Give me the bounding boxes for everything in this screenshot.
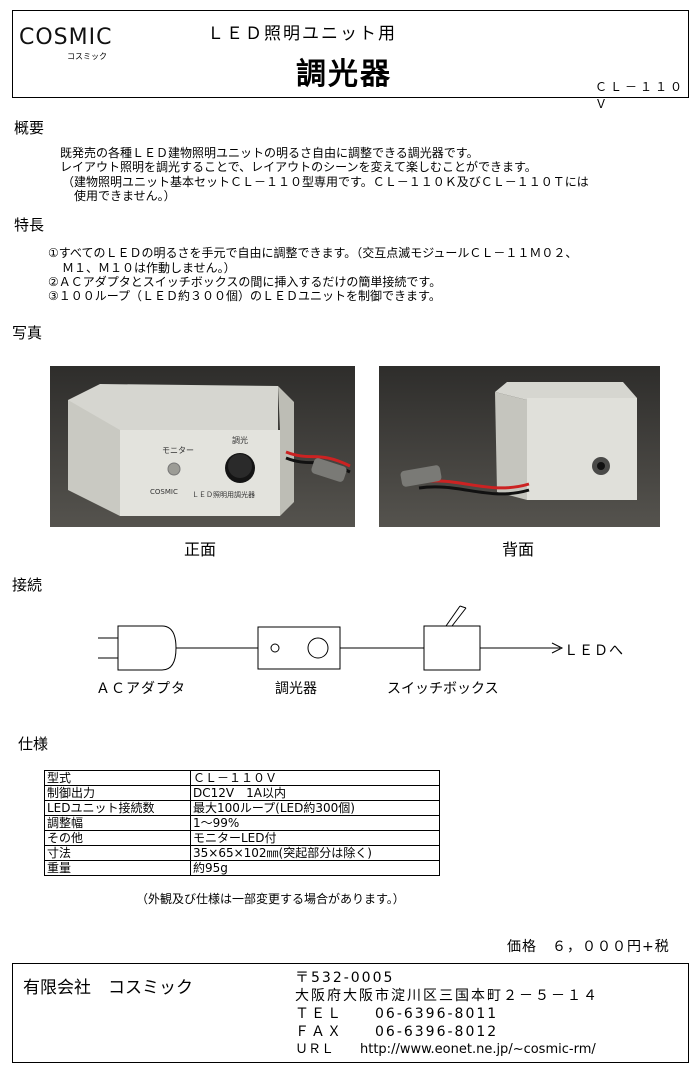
back-photo-drawing (379, 366, 660, 527)
front-logo-label: COSMIC (150, 488, 178, 496)
front-caption: 正面 (184, 540, 217, 559)
company-tel: ＴＥＬ 06-6396-8011 (295, 1006, 499, 1022)
company-name: 有限会社 コスミック (23, 978, 193, 998)
connection-diagram (98, 605, 564, 671)
overview-heading: 概要 (14, 119, 45, 137)
overview-line-4: 使用できません。） (74, 189, 176, 203)
feature-line-1: ①すべてのＬＥＤの明るさを手元で自由に調整できます。（交互点滅モジュールＣＬ－１… (48, 246, 578, 260)
switch-box-label: スイッチボックス (387, 681, 499, 697)
spec-key: 型式 (44, 770, 191, 786)
table-row: 重量約95g (44, 860, 440, 876)
feature-line-2: Ｍ１、Ｍ１０は作動しません。） (62, 261, 236, 275)
front-dimmer-label: 調光 (232, 436, 248, 445)
connection-heading: 接続 (12, 576, 43, 594)
table-row: LEDユニット接続数最大100ループ(LED約300個) (44, 800, 440, 816)
spec-key: 寸法 (44, 845, 191, 861)
photos-heading: 写真 (12, 324, 43, 342)
spec-value: 最大100ループ(LED約300個) (190, 800, 440, 816)
ac-adapter-label: ＡＣアダプタ (96, 681, 186, 697)
spec-value: 約95g (190, 860, 440, 876)
spec-value: ＣＬ－１１０Ｖ (190, 770, 440, 786)
overview-line-3: （建物照明ユニット基本セットＣＬ－１１０型専用です。ＣＬ－１１０Ｋ及びＣＬ－１１… (62, 175, 589, 189)
front-photo-drawing (50, 366, 355, 527)
page-subtitle: ＬＥＤ照明ユニット用 (207, 24, 397, 44)
price: 価格 ６，０００円+税 (507, 939, 670, 955)
led-label: ＬＥＤへ (564, 643, 624, 659)
spec-key: 調整幅 (44, 815, 191, 831)
logo: COSMIC コスミック (19, 25, 119, 65)
back-photo (379, 366, 660, 527)
spec-key: 制御出力 (44, 785, 191, 801)
company-box: 有限会社 コスミック 〒532-0005 大阪府大阪市淀川区三国本町２－５－１４… (12, 963, 689, 1063)
spec-note: （外観及び仕様は一部変更する場合があります。） (136, 892, 405, 906)
front-photo: モニター 調光 COSMIC ＬＥＤ照明用調光器 (50, 366, 355, 527)
front-product-label: ＬＥＤ照明用調光器 (192, 491, 255, 499)
feature-line-4: ③１００ループ（ＬＥＤ約３００個）のＬＥＤユニットを制御できます。 (48, 289, 441, 303)
feature-line-3: ②ＡＣアダプタとスイッチボックスの間に挿入するだけの簡単接続です。 (48, 275, 442, 289)
company-fax: ＦＡＸ 06-6396-8012 (295, 1024, 499, 1040)
spec-value: モニターLED付 (190, 830, 440, 846)
table-row: その他モニターLED付 (44, 830, 440, 846)
spec-value: 1～99% (190, 815, 440, 831)
spec-key: 重量 (44, 860, 191, 876)
front-monitor-label: モニター (162, 446, 194, 455)
features-heading: 特長 (14, 216, 45, 234)
spec-value: DC12V 1A以内 (190, 785, 440, 801)
page-title: 調光器 (296, 57, 392, 92)
spec-value: 35×65×102㎜(突起部分は除く) (190, 845, 440, 861)
company-postal: 〒532-0005 (295, 970, 395, 986)
spec-key: LEDユニット接続数 (44, 800, 191, 816)
spec-heading: 仕様 (18, 735, 49, 753)
model-number: ＣＬ－１１０Ｖ (595, 80, 686, 111)
header-box: COSMIC コスミック ＬＥＤ照明ユニット用 調光器 ＣＬ－１１０Ｖ (12, 10, 689, 111)
overview-line-2: レイアウト照明を調光することで、レイアウトのシーンを変えて楽しむことができます。 (60, 160, 537, 174)
dimmer-label: 調光器 (275, 681, 317, 697)
logo-text: COSMIC (19, 25, 113, 50)
overview-line-1: 既発売の各種ＬＥＤ建物照明ユニットの明るさ自由に調整できる調光器です。 (60, 146, 479, 160)
logo-subtext: コスミック (67, 52, 107, 61)
company-address: 大阪府大阪市淀川区三国本町２－５－１４ (295, 988, 599, 1004)
back-caption: 背面 (502, 540, 535, 559)
company-url[interactable]: ＵＲＬ http://www.eonet.ne.jp/~cosmic-rm/ (295, 1042, 596, 1057)
spec-key: その他 (44, 830, 191, 846)
